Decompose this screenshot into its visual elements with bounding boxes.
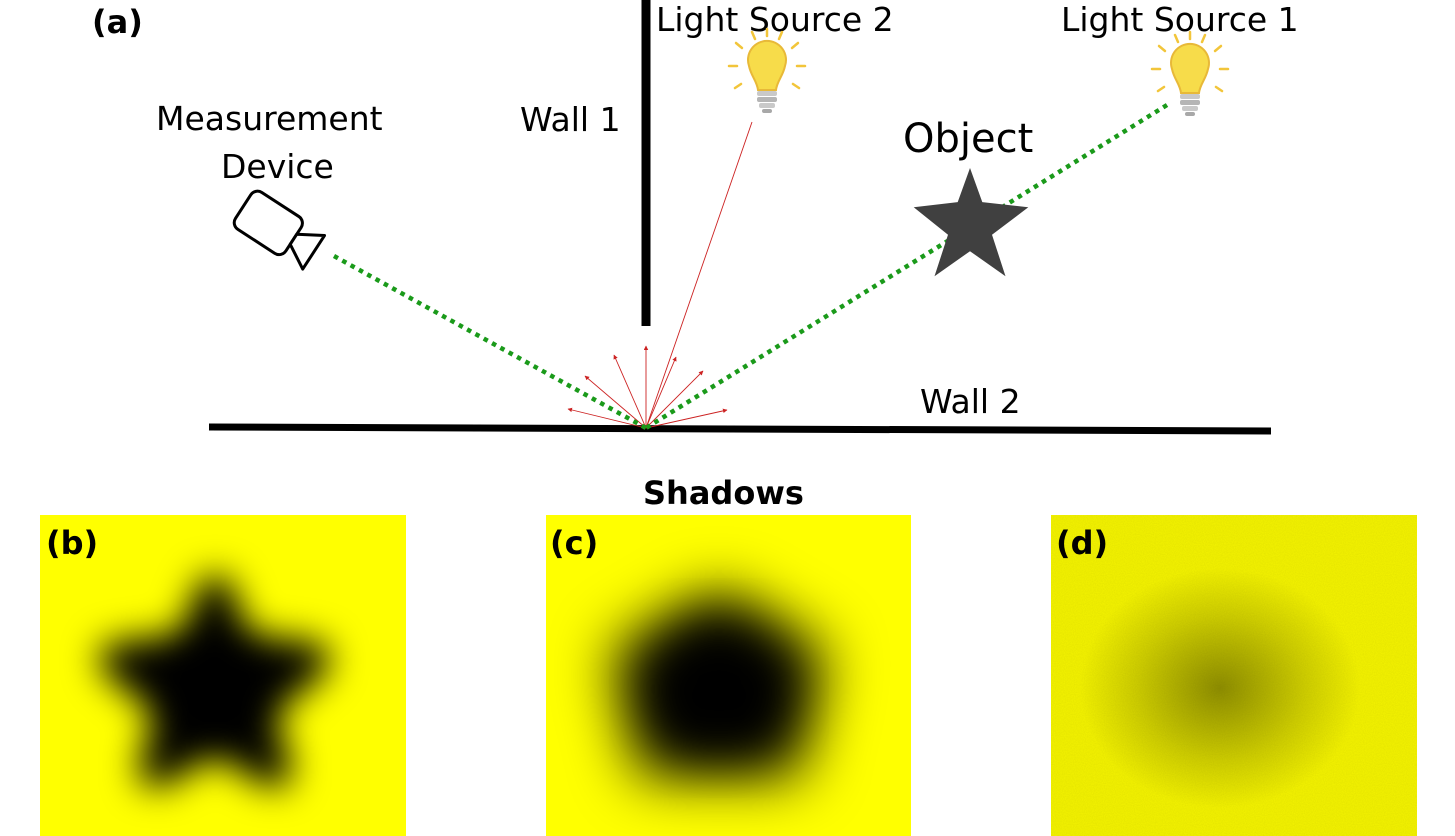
scatter-rays	[567, 345, 728, 429]
panel-label-c: (c)	[550, 524, 598, 562]
star-icon	[913, 168, 1029, 277]
wall-2-line	[208, 423, 1272, 435]
shadow-panel-b: (b)	[40, 515, 406, 836]
lightbulb-icon	[1150, 30, 1230, 116]
shadow-panel-c: (c)	[546, 515, 911, 836]
path-camera-to-wall	[332, 254, 648, 430]
panel-label-d: (d)	[1056, 524, 1108, 562]
object-label: Object	[903, 116, 1033, 162]
measurement-device-label-line1: Measurement	[156, 99, 383, 138]
light-source-2-label: Light Source 2	[656, 0, 894, 39]
path-light1-to-wall	[644, 103, 1169, 430]
wall-1-label: Wall 1	[520, 100, 621, 139]
lightbulb-icon	[727, 27, 807, 113]
camera-icon	[232, 189, 327, 271]
wall-2-label: Wall 2	[920, 382, 1021, 421]
light-2-ray	[645, 121, 753, 429]
panel-label-b: (b)	[46, 524, 98, 562]
measurement-device-label-line2: Device	[221, 147, 334, 186]
panel-label-a: (a)	[92, 3, 143, 41]
light-source-1-label: Light Source 1	[1061, 0, 1299, 39]
shadows-title: Shadows	[643, 474, 804, 512]
shadow-panel-d: (d)	[1051, 515, 1417, 836]
